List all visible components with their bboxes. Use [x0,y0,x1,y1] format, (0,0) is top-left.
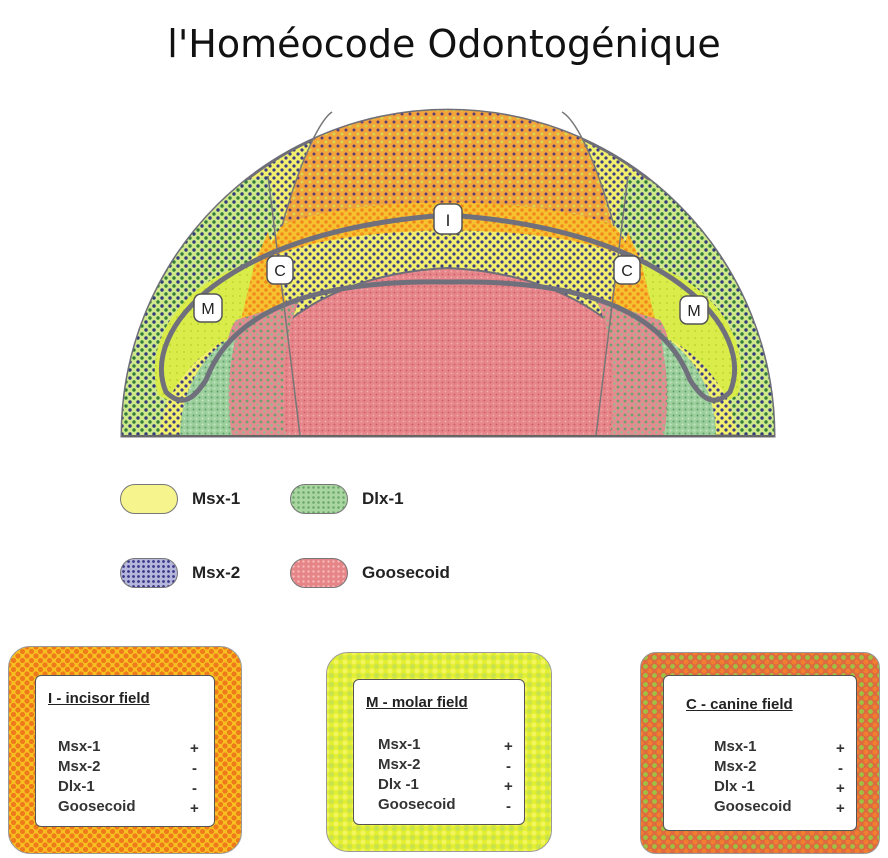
svg-text:M: M [687,303,700,320]
incisor-gene-3: Dlx-1 [58,778,95,795]
legend-swatch-msx1 [120,484,178,514]
molar-sign-4: - [506,798,511,815]
molar-gene-4: Goosecoid [378,796,456,813]
molar-gene-2: Msx-2 [378,756,421,773]
zone-label-molar-left: M [194,294,222,322]
canine-sign-4: + [836,800,845,817]
canine-gene-3: Dlx -1 [714,778,755,795]
molar-sign-3: + [504,778,513,795]
canine-field-box: C - canine field Msx-1 + Msx-2 - Dlx -1 … [640,652,880,854]
incisor-sign-4: + [190,800,199,817]
legend-label-msx1: Msx-1 [192,489,240,509]
canine-field-panel: C - canine field Msx-1 + Msx-2 - Dlx -1 … [663,675,857,831]
odontogenic-homeocode-diagram: I C C M M [0,0,888,470]
incisor-gene-1: Msx-1 [58,738,101,755]
dental-arch [122,84,774,436]
canine-gene-2: Msx-2 [714,758,757,775]
molar-field-title: M - molar field [366,694,468,711]
incisor-field-title: I - incisor field [48,690,150,707]
canine-sign-3: + [836,780,845,797]
svg-text:M: M [201,301,214,318]
zone-label-canine-left: C [267,256,293,284]
legend-item-goosecoid: Goosecoid [290,558,450,588]
zone-label-canine-right: C [614,256,640,284]
legend-label-msx2: Msx-2 [192,563,240,583]
zone-label-molar-right: M [680,296,708,324]
molar-sign-2: - [506,758,511,775]
molar-gene-1: Msx-1 [378,736,421,753]
legend-item-msx1: Msx-1 [120,484,240,514]
legend-label-dlx1: Dlx-1 [362,489,404,509]
canine-gene-1: Msx-1 [714,738,757,755]
molar-gene-3: Dlx -1 [378,776,419,793]
legend-label-goosecoid: Goosecoid [362,563,450,583]
svg-text:C: C [274,263,286,280]
canine-sign-1: + [836,740,845,757]
legend-swatch-msx2 [120,558,178,588]
incisor-sign-2: - [192,760,197,777]
svg-text:I: I [446,211,451,230]
canine-field-title: C - canine field [686,696,793,713]
canine-gene-4: Goosecoid [714,798,792,815]
incisor-sign-1: + [190,740,199,757]
legend-swatch-goosecoid [290,558,348,588]
incisor-gene-4: Goosecoid [58,798,136,815]
svg-text:C: C [621,263,633,280]
incisor-gene-2: Msx-2 [58,758,101,775]
incisor-field-panel: I - incisor field Msx-1 + Msx-2 - Dlx-1 … [35,675,215,827]
canine-sign-2: - [838,760,843,777]
incisor-field-box: I - incisor field Msx-1 + Msx-2 - Dlx-1 … [8,646,242,854]
legend-item-msx2: Msx-2 [120,558,240,588]
incisor-sign-3: - [192,780,197,797]
molar-sign-1: + [504,738,513,755]
legend-item-dlx1: Dlx-1 [290,484,404,514]
legend-swatch-dlx1 [290,484,348,514]
molar-field-box: M - molar field Msx-1 + Msx-2 - Dlx -1 +… [326,652,552,852]
zone-label-incisor: I [434,204,462,234]
molar-field-panel: M - molar field Msx-1 + Msx-2 - Dlx -1 +… [353,679,525,825]
